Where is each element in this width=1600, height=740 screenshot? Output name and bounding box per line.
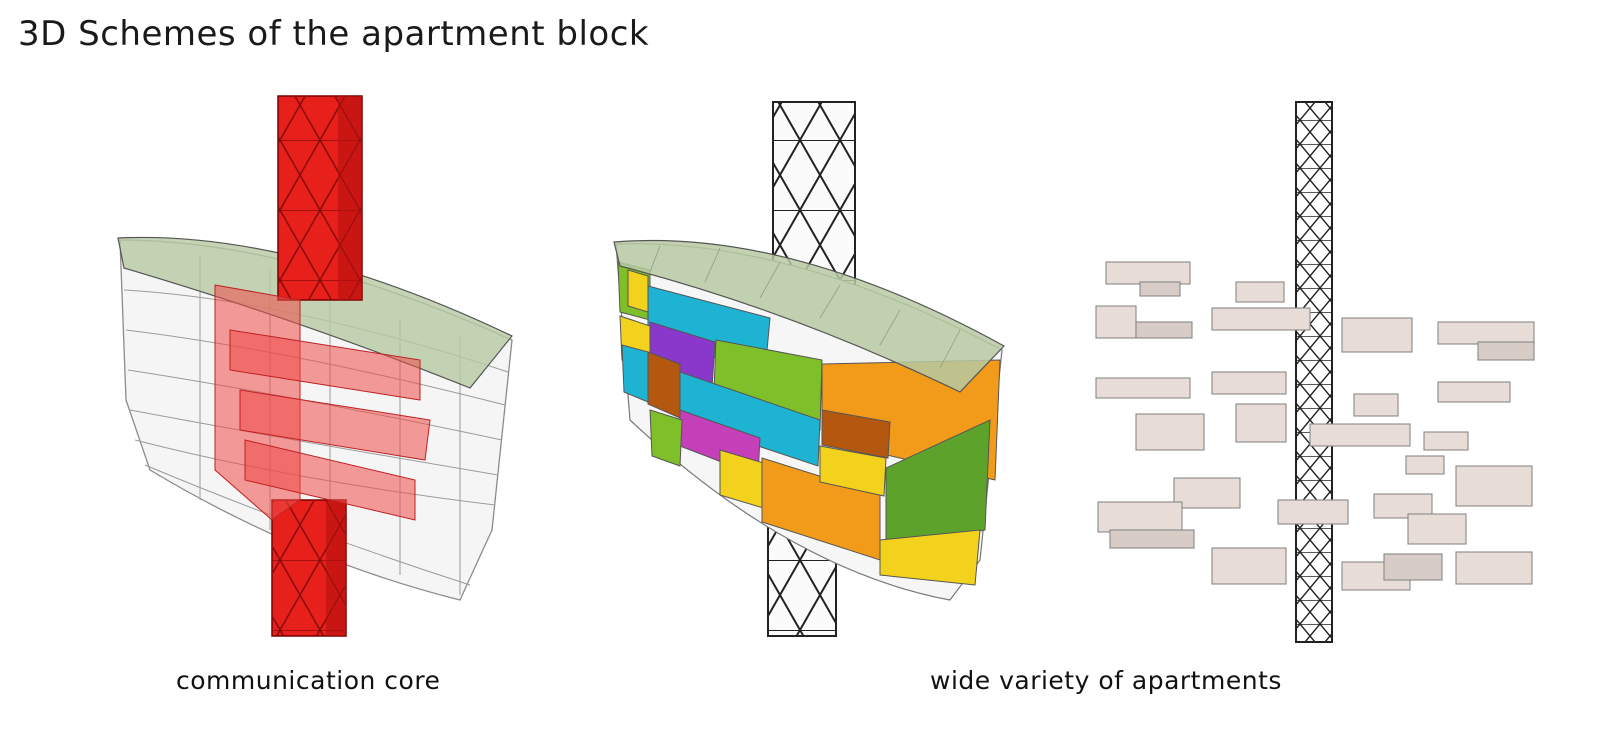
caption-communication-core: communication core bbox=[176, 666, 441, 695]
communication-core-model bbox=[117, 95, 513, 637]
exploded-apartments-model bbox=[1095, 101, 1535, 643]
core-corridors bbox=[214, 284, 431, 521]
apartment-blocks bbox=[1095, 261, 1535, 591]
page-title: 3D Schemes of the apartment block bbox=[18, 14, 650, 54]
apartment-units bbox=[617, 261, 1001, 586]
roof-slab bbox=[613, 239, 1005, 393]
apartments-model bbox=[613, 101, 1005, 637]
caption-apartments: wide variety of apartments bbox=[930, 666, 1282, 695]
